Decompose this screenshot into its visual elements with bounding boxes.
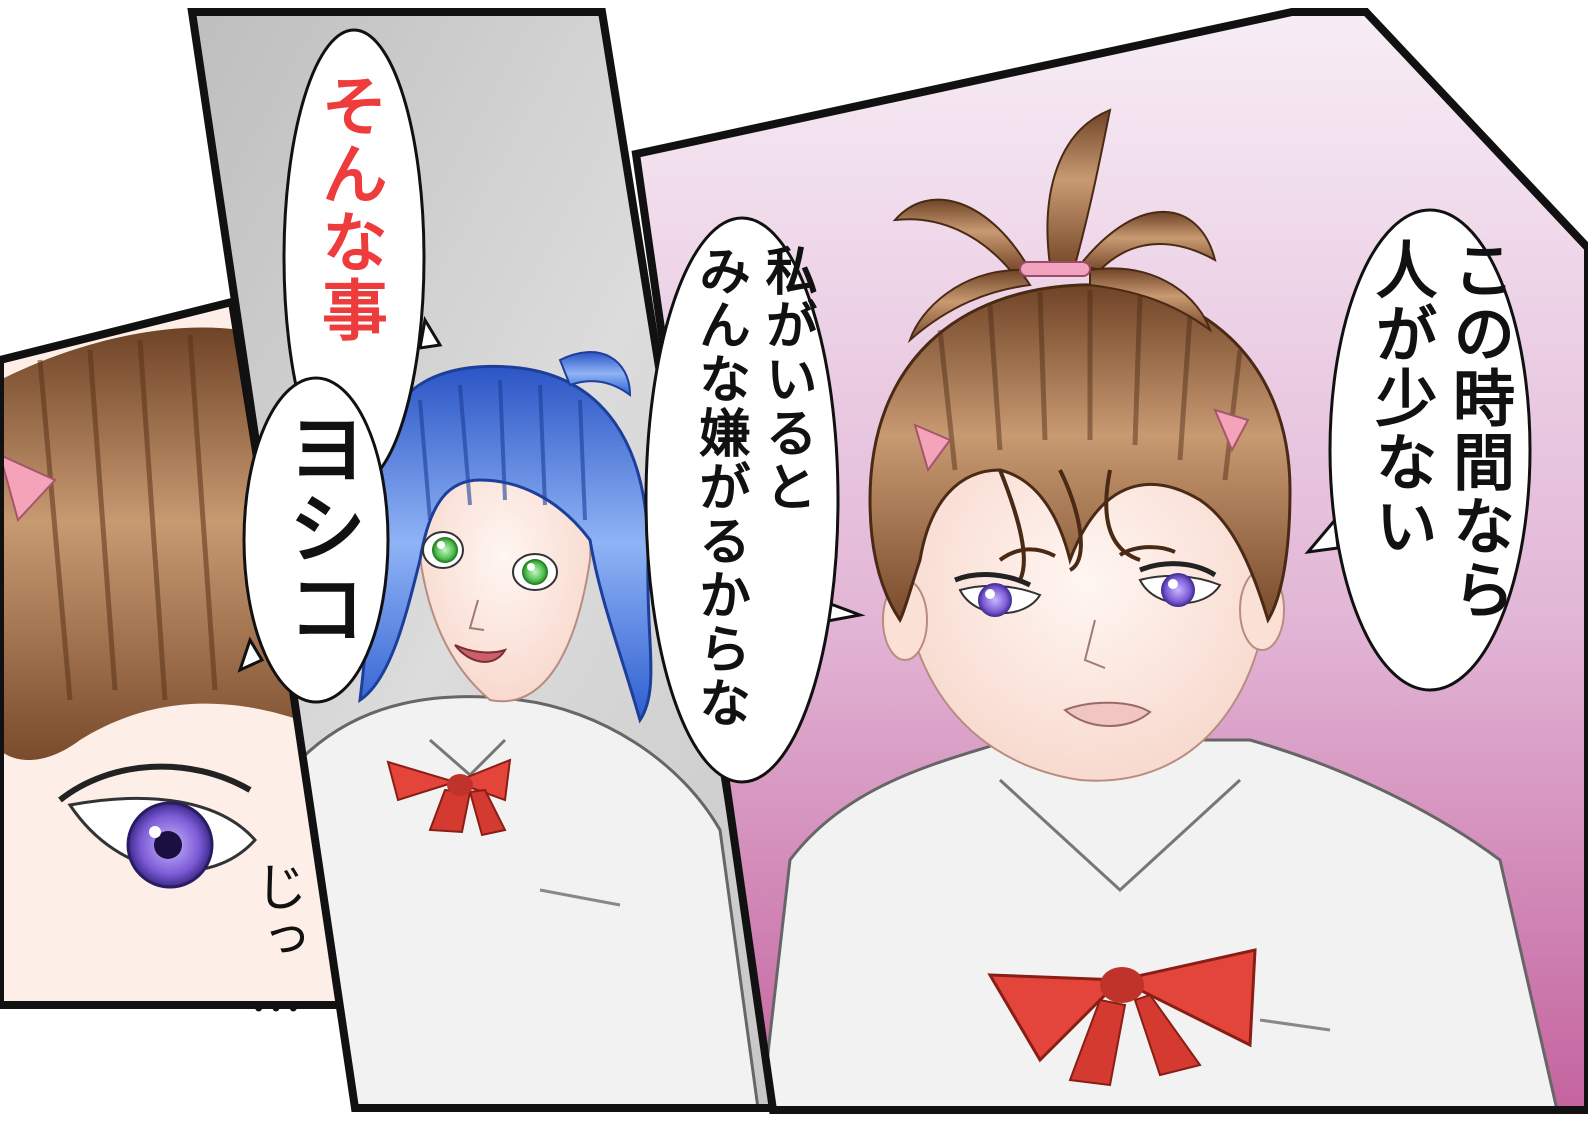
sound-effect-jitt: じっ… <box>246 860 306 1024</box>
purple-eye-right-icon <box>1161 573 1195 607</box>
panel-right-border <box>631 8 1588 1114</box>
speech-bubble-sonna <box>282 28 443 488</box>
green-eye-icon <box>432 537 458 563</box>
speech-bubble-watashi <box>644 216 866 784</box>
speech-text-kono: この時間なら 人が少ない <box>1364 238 1516 622</box>
speech-text-sonna: そんな事 <box>310 72 388 344</box>
purple-eye-left-icon <box>978 583 1012 617</box>
hair-clip-icon <box>0 453 57 522</box>
speech-text-yoshiko: ヨシコ <box>275 408 366 648</box>
speech-text-watashi: 私がいると みんな嫌がるからな <box>689 244 817 730</box>
speech-bubble-yoshiko <box>237 376 390 704</box>
speech-bubble-kono <box>1304 208 1532 692</box>
